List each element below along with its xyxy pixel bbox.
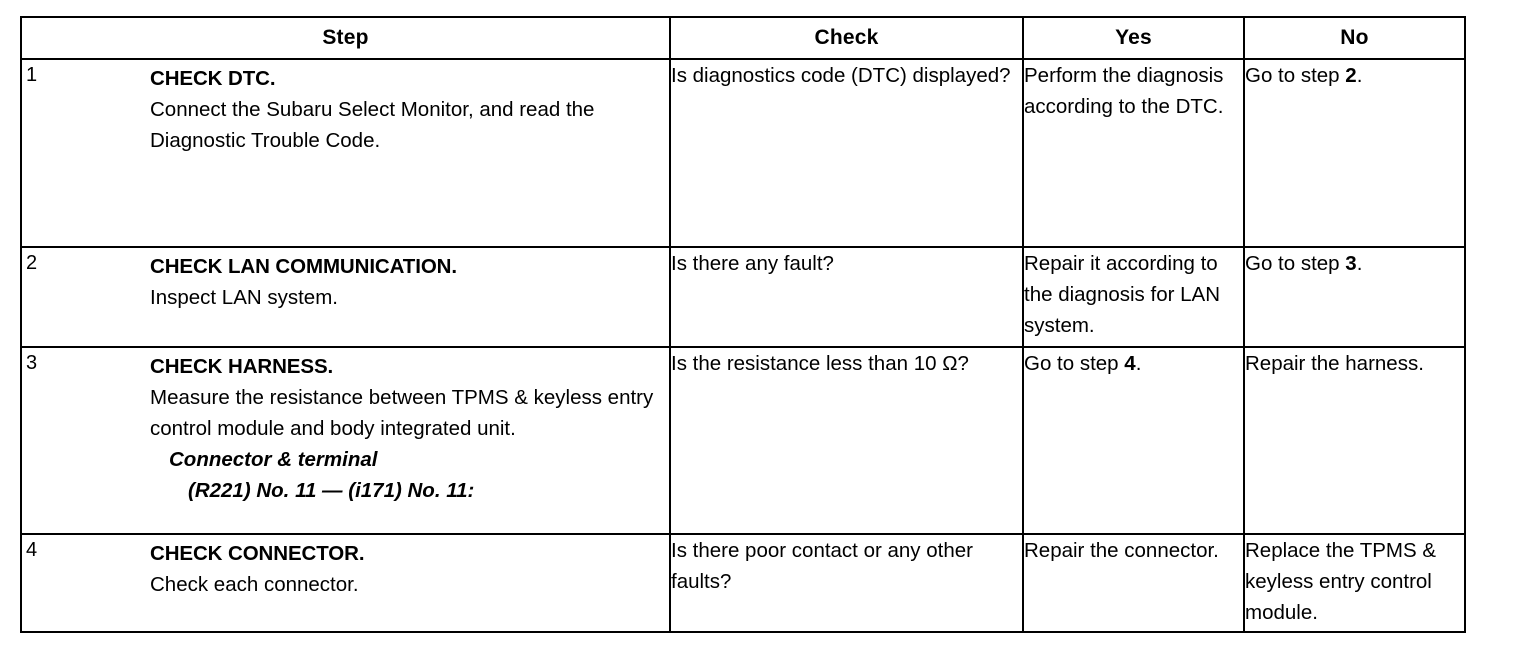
check-cell: Is the resistance less than 10 Ω?	[669, 346, 1024, 535]
step-description: Measure the resistance between TPMS & ke…	[150, 386, 654, 440]
step-note-connector-terminal: (R221) No. 11 — (i171) No. 11:	[188, 479, 475, 502]
table-row: 1 CHECK DTC. Connect the Subaru Select M…	[20, 58, 1466, 248]
table-row: 2 CHECK LAN COMMUNICATION. Inspect LAN s…	[20, 246, 1466, 348]
step-number: 2	[26, 252, 38, 274]
no-cell: Repair the harness.	[1243, 346, 1466, 535]
yes-cell: Repair the connector.	[1022, 533, 1245, 633]
no-text-post: .	[1356, 64, 1363, 87]
yes-cell: Perform the diagnosis according to the D…	[1022, 58, 1245, 248]
step-cell: 3 CHECK HARNESS. Measure the resistance …	[20, 346, 671, 535]
no-cell: Replace the TPMS & keyless entry control…	[1243, 533, 1466, 633]
yes-cell: Go to step 4.	[1022, 346, 1245, 535]
no-step-number: 2	[1345, 64, 1357, 87]
step-content: CHECK DTC. Connect the Subaru Select Mon…	[150, 60, 669, 156]
table-header-row: Step Check Yes No	[20, 16, 1466, 60]
step-title: CHECK CONNECTOR.	[150, 542, 365, 565]
step-content: CHECK CONNECTOR. Check each connector.	[150, 535, 669, 600]
check-cell: Is diagnostics code (DTC) displayed?	[669, 58, 1024, 248]
yes-step-number: 4	[1124, 352, 1136, 375]
step-description: Check each connector.	[150, 573, 359, 596]
yes-cell: Repair it according to the diagnosis for…	[1022, 246, 1245, 348]
step-title: CHECK HARNESS.	[150, 355, 334, 378]
table-row: 4 CHECK CONNECTOR. Check each connector.…	[20, 533, 1466, 633]
check-cell: Is there any fault?	[669, 246, 1024, 348]
step-description: Inspect LAN system.	[150, 286, 338, 309]
step-number: 4	[26, 539, 38, 561]
step-description: Connect the Subaru Select Monitor, and r…	[150, 98, 595, 152]
no-text-pre: Go to step	[1245, 64, 1346, 87]
step-cell: 2 CHECK LAN COMMUNICATION. Inspect LAN s…	[20, 246, 671, 348]
step-title: CHECK LAN COMMUNICATION.	[150, 255, 457, 278]
column-header-no: No	[1243, 16, 1466, 60]
check-cell: Is there poor contact or any other fault…	[669, 533, 1024, 633]
step-number: 3	[26, 352, 38, 374]
no-cell: Go to step 3.	[1243, 246, 1466, 348]
column-header-check: Check	[669, 16, 1024, 60]
step-title: CHECK DTC.	[150, 67, 276, 90]
no-text-post: .	[1356, 252, 1363, 275]
column-header-step: Step	[20, 16, 671, 60]
column-header-yes: Yes	[1022, 16, 1245, 60]
step-cell: 1 CHECK DTC. Connect the Subaru Select M…	[20, 58, 671, 248]
no-step-number: 3	[1345, 252, 1357, 275]
diagnostic-procedure-table: Step Check Yes No 1 CHECK DTC. Connect t…	[20, 16, 1466, 633]
yes-text-pre: Go to step	[1024, 352, 1125, 375]
step-cell: 4 CHECK CONNECTOR. Check each connector.	[20, 533, 671, 633]
step-content: CHECK HARNESS. Measure the resistance be…	[150, 348, 669, 506]
no-text-pre: Go to step	[1245, 252, 1346, 275]
table-row: 3 CHECK HARNESS. Measure the resistance …	[20, 346, 1466, 535]
step-content: CHECK LAN COMMUNICATION. Inspect LAN sys…	[150, 248, 669, 313]
step-number: 1	[26, 64, 38, 86]
yes-text-post: .	[1135, 352, 1142, 375]
step-note-heading: Connector & terminal	[169, 448, 378, 471]
no-cell: Go to step 2.	[1243, 58, 1466, 248]
